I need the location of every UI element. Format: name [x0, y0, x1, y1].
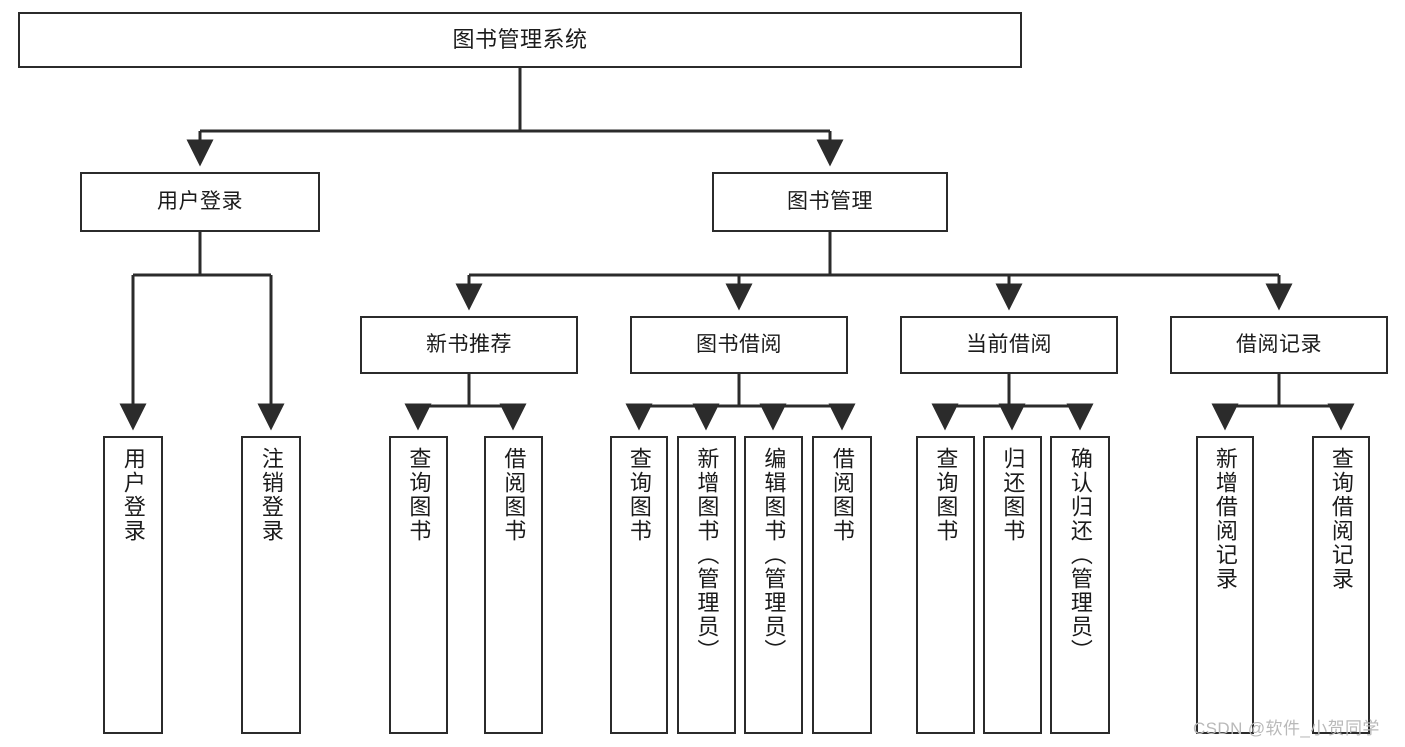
leaf-confirm-return-admin[interactable]: 确认归还（管理员）	[1050, 436, 1110, 734]
leaf-return-book[interactable]: 归还图书	[983, 436, 1042, 734]
watermark-text: CSDN @软件_小贺同学	[1193, 719, 1380, 738]
leaf-add-book-admin[interactable]: 新增图书（管理员）	[677, 436, 736, 734]
node-new-book-recommend-label: 新书推荐	[426, 332, 512, 356]
leaf-edit-book-admin-label: 编辑图书（管理员）	[761, 447, 787, 663]
leaf-logout-label: 注销登录	[258, 447, 284, 543]
leaf-query-book-current[interactable]: 查询图书	[916, 436, 975, 734]
node-root-label: 图书管理系统	[452, 27, 588, 53]
node-current-borrow[interactable]: 当前借阅	[900, 316, 1118, 374]
node-book-borrow-label: 图书借阅	[696, 332, 782, 356]
leaf-query-book-recommend-label: 查询图书	[406, 447, 432, 543]
leaf-add-book-admin-label: 新增图书（管理员）	[694, 447, 720, 663]
leaf-borrow-book-label: 借阅图书	[829, 447, 855, 543]
node-borrow-record[interactable]: 借阅记录	[1170, 316, 1388, 374]
leaf-logout[interactable]: 注销登录	[241, 436, 301, 734]
leaf-edit-book-admin[interactable]: 编辑图书（管理员）	[744, 436, 803, 734]
leaf-return-book-label: 归还图书	[1000, 447, 1026, 543]
node-current-borrow-label: 当前借阅	[966, 332, 1052, 356]
leaf-query-borrow-record-label: 查询借阅记录	[1328, 447, 1354, 591]
node-book-management-label: 图书管理	[787, 189, 873, 213]
leaf-query-borrow-record[interactable]: 查询借阅记录	[1312, 436, 1370, 734]
node-borrow-record-label: 借阅记录	[1236, 332, 1322, 356]
leaf-borrow-book-recommend-label: 借阅图书	[501, 447, 527, 543]
node-book-management[interactable]: 图书管理	[712, 172, 948, 232]
leaf-query-book-current-label: 查询图书	[933, 447, 959, 543]
node-user-login[interactable]: 用户登录	[80, 172, 320, 232]
leaf-add-borrow-record-label: 新增借阅记录	[1212, 447, 1238, 591]
leaf-query-book-borrow-label: 查询图书	[626, 447, 652, 543]
leaf-query-book-borrow[interactable]: 查询图书	[610, 436, 668, 734]
node-user-login-label: 用户登录	[157, 189, 243, 213]
leaf-query-book-recommend[interactable]: 查询图书	[389, 436, 448, 734]
leaf-user-login-label: 用户登录	[120, 447, 146, 543]
node-root[interactable]: 图书管理系统	[18, 12, 1022, 68]
leaf-confirm-return-admin-label: 确认归还（管理员）	[1067, 447, 1093, 663]
leaf-user-login[interactable]: 用户登录	[103, 436, 163, 734]
leaf-add-borrow-record[interactable]: 新增借阅记录	[1196, 436, 1254, 734]
leaf-borrow-book-recommend[interactable]: 借阅图书	[484, 436, 543, 734]
node-book-borrow[interactable]: 图书借阅	[630, 316, 848, 374]
leaf-borrow-book[interactable]: 借阅图书	[812, 436, 872, 734]
node-new-book-recommend[interactable]: 新书推荐	[360, 316, 578, 374]
